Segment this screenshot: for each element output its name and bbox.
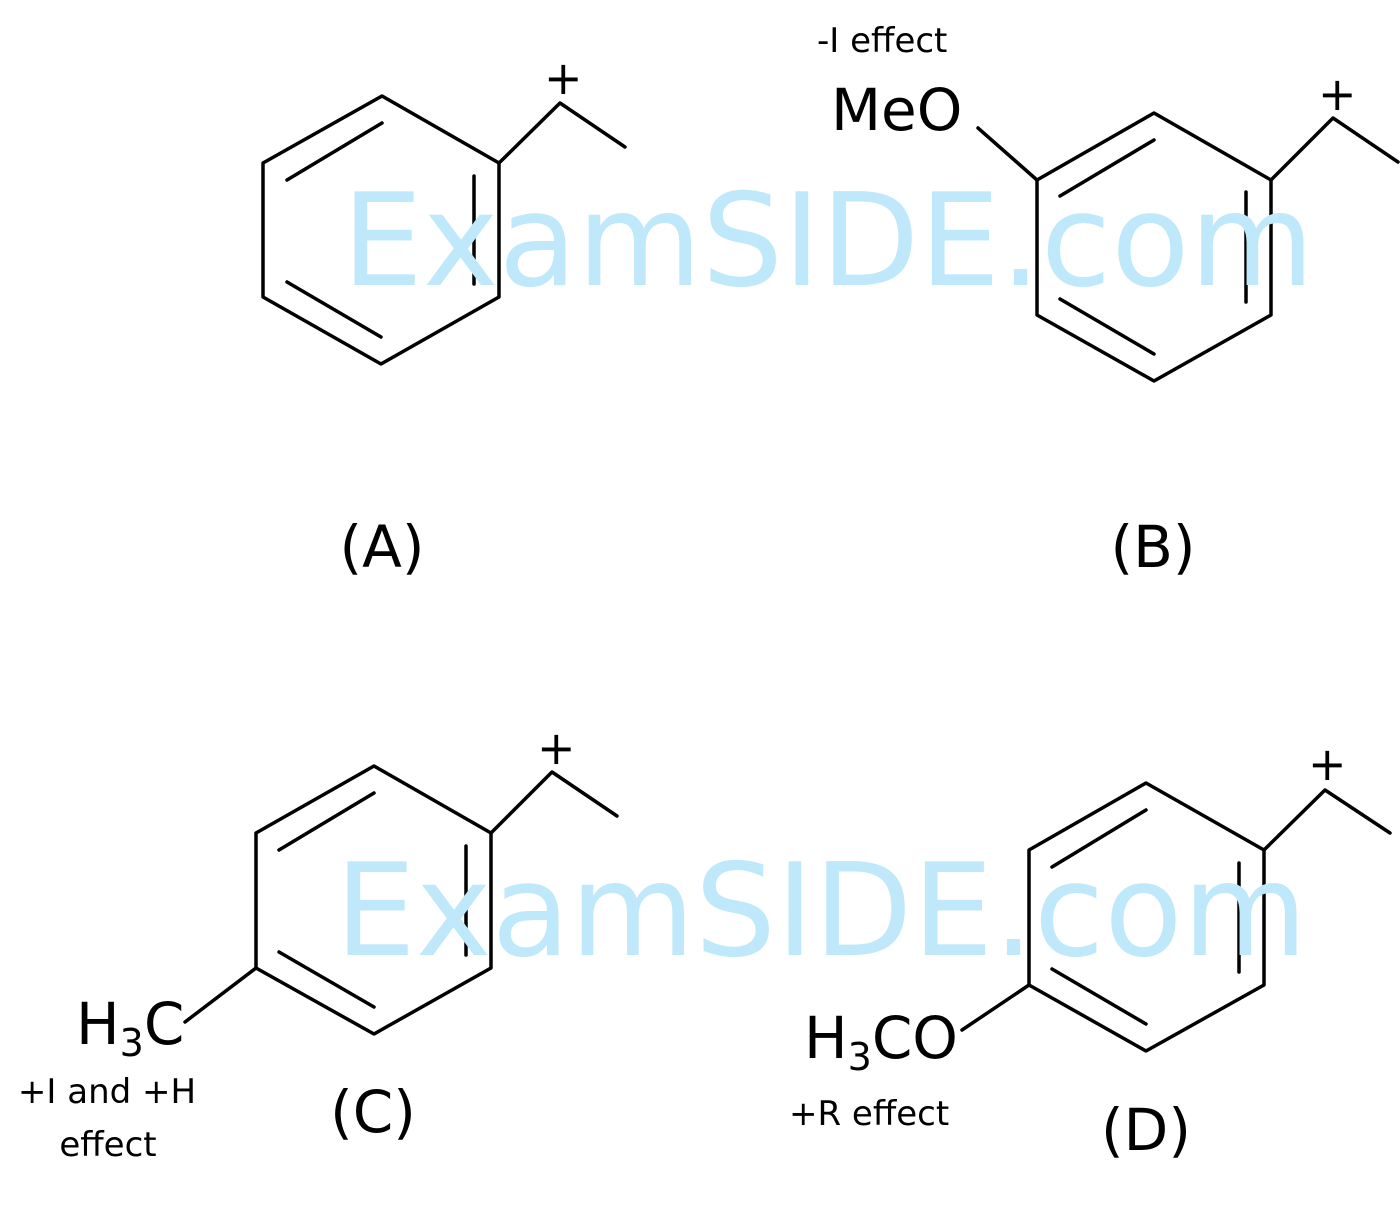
effect-note: +R effect [789,1094,949,1134]
methoxy-bond [960,983,1031,1032]
ethyl-cation-chain [1262,788,1392,852]
methyl-bond [183,966,258,1024]
methoxy-bond [976,126,1039,182]
positive-charge: + [1318,67,1357,121]
structure-b: + MeO -I effect (B) [817,21,1400,581]
ethyl-cation-chain [1269,116,1400,182]
structure-label: (D) [1101,1096,1191,1164]
positive-charge: + [1308,737,1347,791]
double-bond [285,280,383,339]
double-bond [1058,138,1156,198]
double-bond [1050,967,1148,1026]
double-bond [1050,808,1148,869]
watermark: ExamSIDE.com [335,837,1307,986]
double-bond [277,791,376,852]
structure-label: (A) [340,513,425,581]
ethyl-cation-chain [497,101,627,165]
positive-charge: + [544,51,583,105]
ethyl-cation-chain [489,770,619,835]
substituent-methoxy: MeO [831,76,962,144]
structure-label: (B) [1110,513,1195,581]
effect-note: effect [59,1125,156,1165]
positive-charge: + [537,721,576,775]
structure-c: + H3C +I and +H effect (C) [18,721,619,1165]
double-bond [277,950,376,1009]
structure-label: (C) [330,1078,416,1146]
structure-a: + (A) [261,51,627,581]
double-bond [285,121,384,182]
effect-note: +I and +H [18,1072,196,1112]
effect-note: -I effect [817,21,947,61]
structure-d: + H3CO +R effect (D) [789,737,1392,1164]
substituent-methoxy: H3CO [804,1004,958,1079]
substituent-methyl: H3C [76,990,184,1065]
double-bond [1058,297,1156,356]
watermark: ExamSIDE.com [342,167,1314,316]
